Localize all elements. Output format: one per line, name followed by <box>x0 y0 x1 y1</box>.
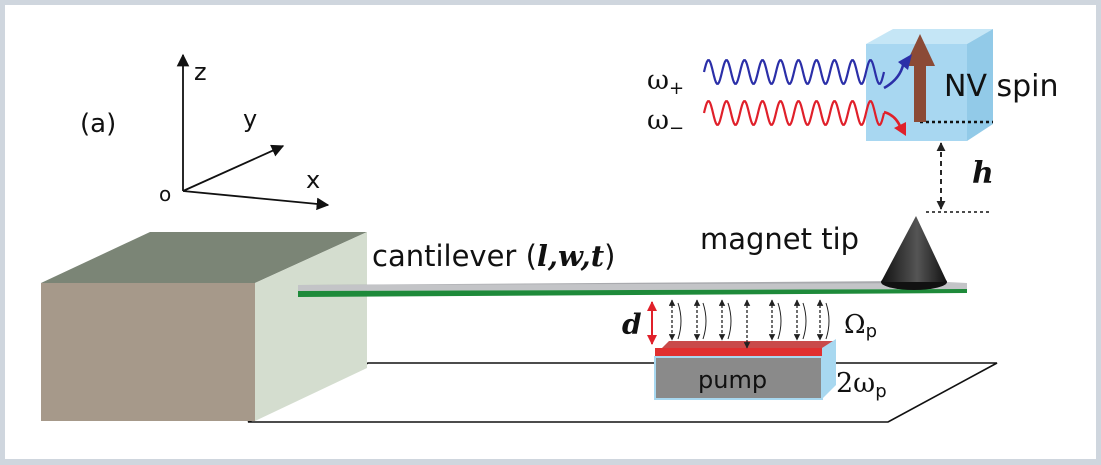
height-indicator: h <box>926 142 994 213</box>
pump-label: pump <box>698 366 767 394</box>
omega-plus-label: ω+ <box>647 65 684 99</box>
z-axis-label: z <box>194 58 207 86</box>
omega-minus-label: ω− <box>647 105 684 139</box>
gap-label: d <box>622 308 642 341</box>
gap-indicator: d <box>622 301 657 345</box>
x-axis-label: x <box>306 166 320 194</box>
omega-p-label: Ωp <box>844 310 877 342</box>
nv-spin: NV spin <box>866 29 1059 141</box>
panel-label: (a) <box>80 109 116 139</box>
y-axis-label: y <box>243 105 257 133</box>
drive-label: 2ωp <box>836 368 887 402</box>
microwave-plus: ω+ <box>647 54 912 99</box>
coordinate-axes: z y x o <box>159 53 330 211</box>
cantilever-label: cantilever (l,w,t) <box>372 239 615 273</box>
nv-spin-label: NV spin <box>944 69 1059 104</box>
magnet-tip <box>881 216 947 290</box>
pump-field-arrows <box>668 299 830 349</box>
microwave-minus: ω− <box>647 100 906 139</box>
cantilever <box>298 281 967 297</box>
pump-block: pump <box>654 339 836 400</box>
support-block <box>41 232 367 421</box>
magnet-tip-label: magnet tip <box>700 222 859 256</box>
height-label: h <box>972 156 994 191</box>
origin-label: o <box>159 182 171 206</box>
